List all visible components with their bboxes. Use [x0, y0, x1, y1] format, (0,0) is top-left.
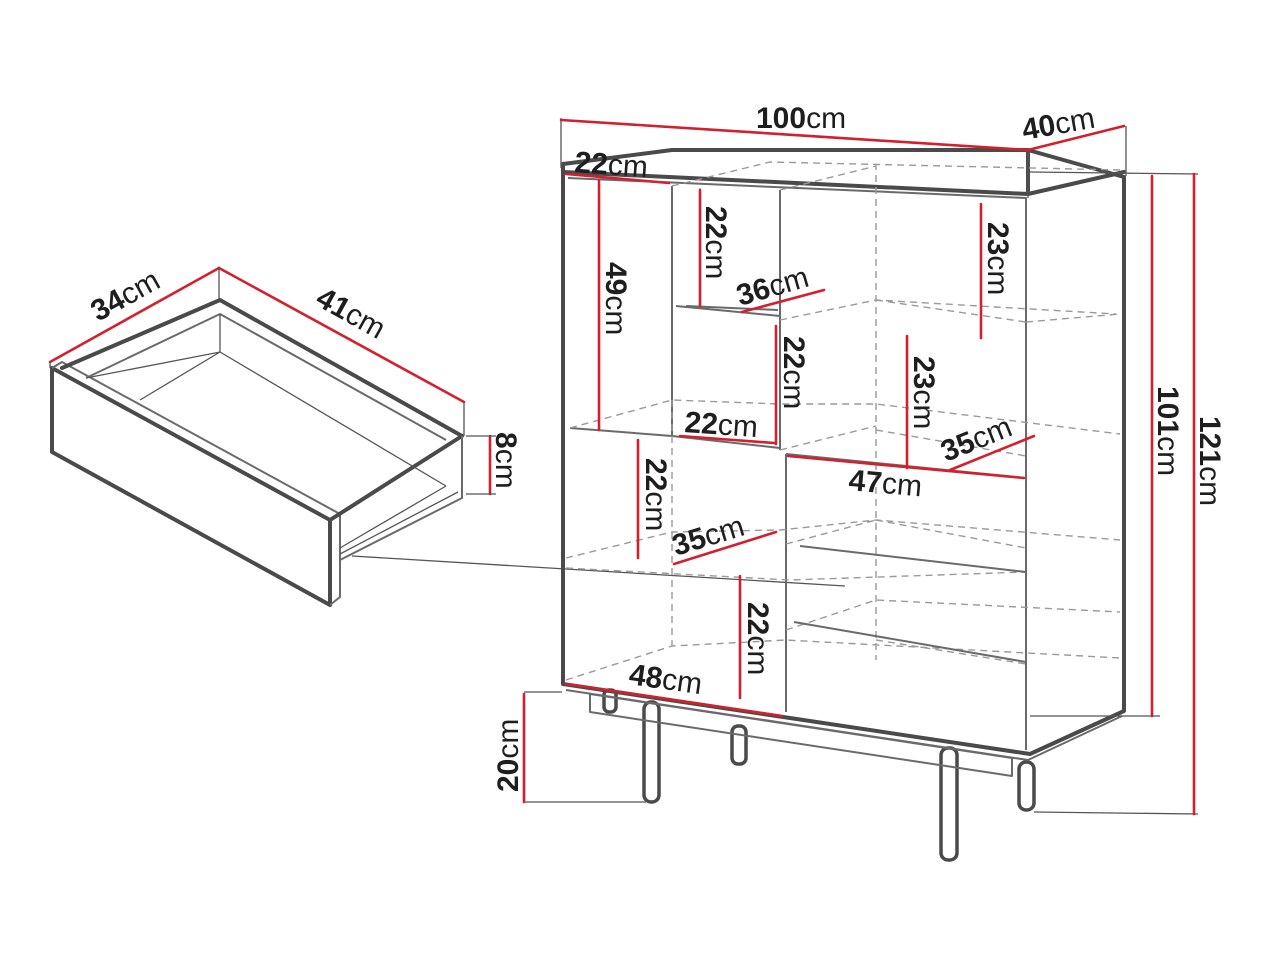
cabinet-width-dim-line [559, 118, 1030, 152]
drawer-front-top-edge [51, 361, 341, 521]
bottom-width-label: 48cm [627, 658, 704, 701]
drawer-width-label: 41cm [311, 281, 391, 345]
right-mid-width-dim [786, 454, 1026, 480]
drawer-box-side [339, 436, 463, 561]
center-cube-width-label: 22cm [684, 406, 759, 444]
drawer-depth-label: 34cm [85, 264, 165, 328]
left-column-width-dim [564, 172, 671, 185]
drawer-ext-lines [49, 268, 496, 495]
right-mid-width-label: 47cm [847, 464, 923, 503]
cabinet-leg-back-middle [730, 724, 748, 766]
bottom-height-label: 22cm [741, 602, 774, 675]
drawer-bottom-lines [339, 485, 459, 555]
lower-left-depth-label: 35cm [668, 510, 748, 563]
left-column-height-label: 49cm [599, 262, 632, 335]
cabinet-depth-label: 40cm [1019, 102, 1097, 147]
cabinet-top-slab [561, 148, 1126, 196]
cabinet-hidden-lines [565, 161, 1121, 681]
cabinet-plinth [589, 693, 1013, 777]
right-top-height-label: 23cm [981, 222, 1014, 295]
small-cube-height-label: 22cm [699, 206, 732, 279]
cabinet-illustration: 100cm 40cm 101cm 121cm 20cm 22cm 49cm 22… [492, 102, 1226, 862]
right-mid-depth-dim [948, 434, 1036, 472]
cabinet-leg-height-label: 20cm [492, 719, 525, 792]
drawer-box-rim [60, 298, 464, 522]
small-cube-depth-dim [740, 288, 826, 314]
center-cube-width-dim [678, 434, 776, 445]
drawer-leader-line [351, 555, 846, 587]
lower-left-depth-dim [672, 530, 778, 566]
drawer-height-label: 8cm [489, 432, 522, 489]
cabinet-depth-dim-line [1026, 124, 1126, 152]
cabinet-shelf-pieces [685, 305, 1027, 663]
cabinet-total-height-label: 121cm [1193, 416, 1226, 506]
bottom-width-dim [564, 682, 784, 718]
right-mid-height-label: 23cm [907, 356, 940, 429]
left-column-width-label: 22cm [574, 146, 649, 184]
cabinet-leg-front-left [642, 700, 661, 804]
drawer-width-dim-line [217, 266, 466, 404]
lower-left-height-label: 22cm [639, 458, 672, 531]
drawer-inner-corner [85, 314, 447, 487]
cabinet-top-front-edge [567, 177, 1027, 750]
cabinet-width-label: 100cm [756, 102, 846, 135]
center-cube-height-label: 22cm [777, 336, 810, 409]
cabinet-body-height-label: 101cm [1151, 386, 1184, 476]
drawer-depth-dim-line [48, 266, 221, 364]
cabinet-overall-ext-lines [524, 118, 1199, 815]
cabinet-leg-back-right [1017, 760, 1036, 812]
